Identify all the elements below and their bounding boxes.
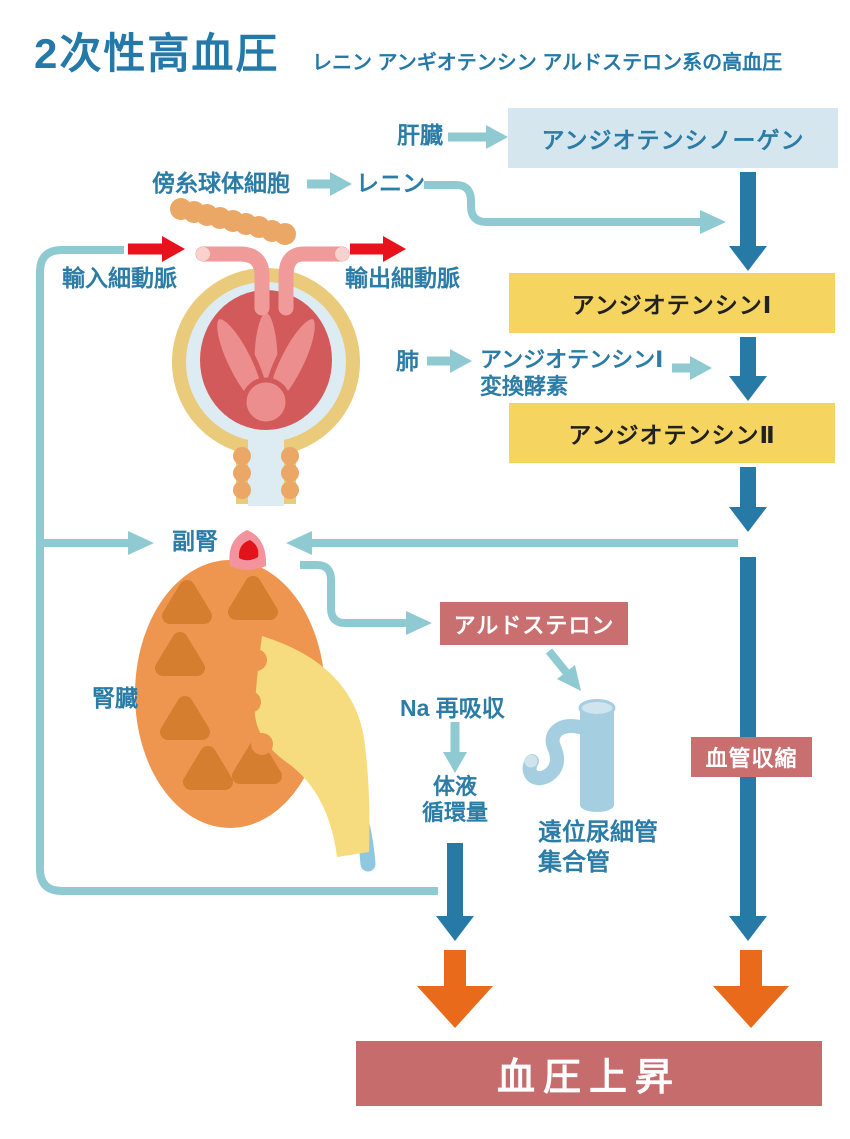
label-juxtaglomerular-cells: 傍糸球体細胞 bbox=[152, 170, 290, 196]
box-angiotensinogen: アンジオテンシノーゲン bbox=[508, 108, 838, 168]
glomerulus-illustration bbox=[170, 198, 360, 506]
label-collecting-duct: 集合管 bbox=[538, 849, 610, 876]
renal-pyramids bbox=[155, 576, 282, 790]
box-angiotensin2: アンジオテンシンⅡ bbox=[509, 403, 835, 463]
label-tubule: 遠位尿細管 集合管 bbox=[538, 818, 658, 878]
box-bp-rise: 血圧上昇 bbox=[356, 1041, 822, 1106]
jg-cells-to-renin-arrow bbox=[307, 172, 352, 196]
na-to-fluid-arrow bbox=[443, 722, 467, 773]
label-lung: 肺 bbox=[396, 348, 419, 374]
adrenal-gland-icon bbox=[229, 530, 267, 570]
box-vasoconstriction: 血管収縮 bbox=[691, 737, 812, 777]
label-afferent-arteriole: 輸入細動脈 bbox=[62, 265, 177, 291]
ace-action-arrow bbox=[672, 356, 712, 380]
renal-pelvis-icon bbox=[254, 636, 370, 857]
label-fluid-line1: 体液 bbox=[432, 774, 477, 799]
label-adrenal-gland: 副腎 bbox=[172, 528, 218, 554]
feedback-loop-line bbox=[36, 246, 438, 895]
page-title: 2次性高血圧 bbox=[34, 30, 280, 77]
page-subtitle: レニン アンギオテンシン アルドステロン系の高血圧 bbox=[312, 52, 783, 74]
juxtaglomerular-cells-icon bbox=[170, 198, 296, 245]
adrenal-to-aldosterone-arrow bbox=[300, 561, 432, 635]
label-fluid-volume: 体液 循環量 bbox=[395, 774, 515, 826]
box-angiotensin1: アンジオテンシンⅠ bbox=[509, 273, 835, 333]
efferent-arteriole-arrow bbox=[350, 236, 406, 262]
flow-arrows-dark-blue bbox=[436, 172, 767, 941]
label-efferent-arteriole: 輸出細動脈 bbox=[345, 265, 460, 291]
label-liver: 肝臓 bbox=[397, 122, 443, 148]
renin-action-arrow bbox=[424, 181, 726, 234]
lung-arrow bbox=[427, 349, 472, 373]
label-distal-tubule: 遠位尿細管 bbox=[538, 819, 658, 846]
box-aldosterone: アルドステロン bbox=[440, 602, 628, 645]
label-ace: アンジオテンシンⅠ 変換酵素 bbox=[480, 346, 663, 400]
liver-arrow bbox=[448, 125, 508, 149]
label-na-reabsorption: Na 再吸収 bbox=[400, 695, 505, 721]
label-fluid-line2: 循環量 bbox=[421, 800, 488, 825]
label-ace-line2: 変換酵素 bbox=[480, 374, 569, 399]
label-kidney: 腎臓 bbox=[92, 685, 138, 711]
label-renin: レニン bbox=[356, 170, 425, 196]
kidney-illustration bbox=[135, 530, 376, 872]
aldosterone-to-tubule-arrow bbox=[545, 648, 581, 691]
afferent-arteriole-arrow bbox=[128, 236, 185, 262]
label-ace-line1: アンジオテンシンⅠ bbox=[480, 347, 664, 372]
feedback-to-adrenal-arrowhead bbox=[128, 531, 154, 555]
result-arrow-right bbox=[713, 950, 789, 1028]
angiotensin2-to-adrenal-arrow bbox=[286, 531, 738, 555]
result-arrow-left bbox=[417, 950, 493, 1028]
tubule-illustration bbox=[522, 699, 616, 812]
